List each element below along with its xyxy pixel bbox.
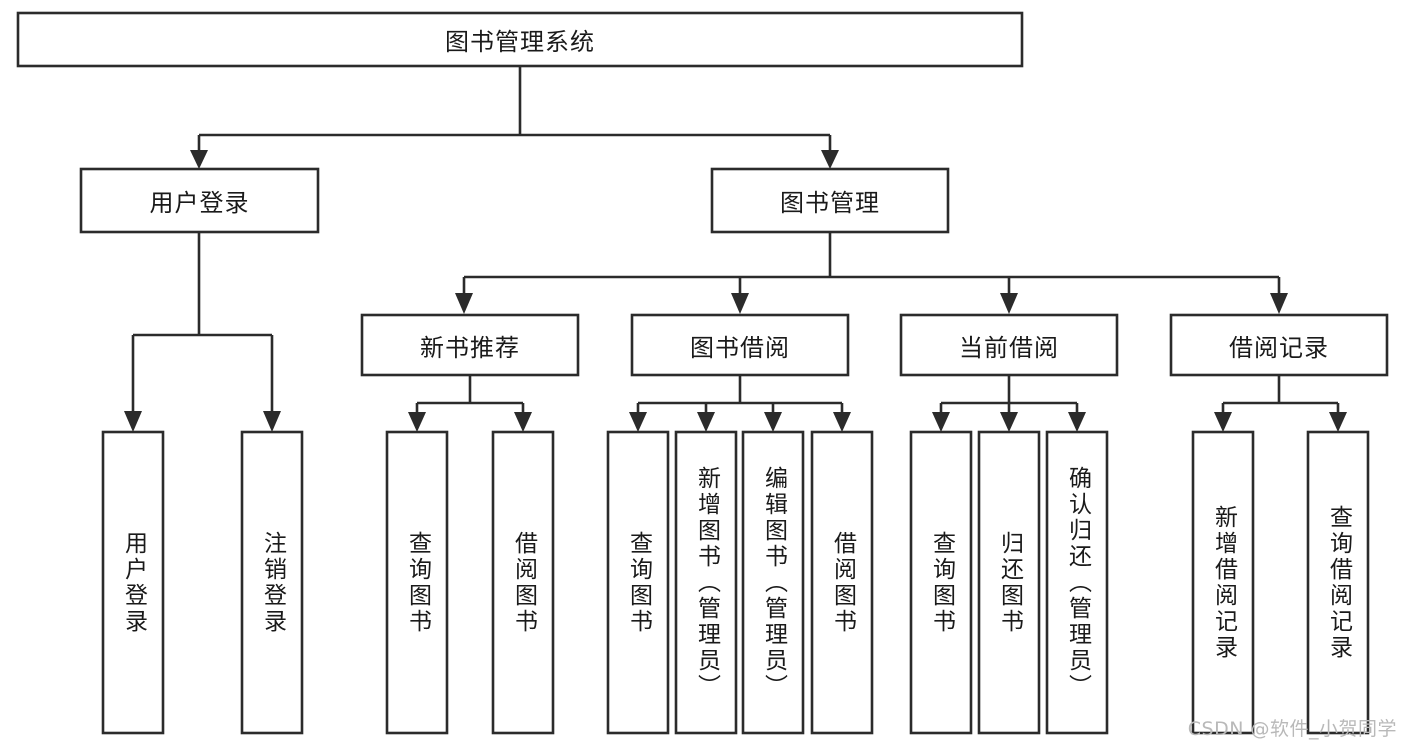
node-leaf-add-borrow-record[interactable] <box>1191 430 1255 735</box>
arrow-head-icon <box>1000 412 1018 432</box>
arrow-head-icon <box>821 150 839 169</box>
node-leaf-borrow-book-1[interactable] <box>491 430 555 735</box>
node-leaf-add-book-admin[interactable] <box>674 430 738 735</box>
connector-root-to-level2 <box>190 67 839 169</box>
arrow-head-icon <box>1214 412 1232 432</box>
connector-userlogin-to-leaves <box>124 232 281 432</box>
arrow-head-icon <box>833 412 851 432</box>
node-book-management[interactable] <box>710 167 950 234</box>
node-current-borrow[interactable] <box>899 313 1119 377</box>
node-leaf-borrow-book-2[interactable] <box>810 430 874 735</box>
connector-borrowrecord-to-leaves <box>1214 375 1347 432</box>
connector-newbook-to-leaves <box>408 375 532 432</box>
arrow-head-icon <box>263 411 281 432</box>
arrow-head-icon <box>1068 412 1086 432</box>
node-leaf-query-book-2[interactable] <box>606 430 670 735</box>
node-leaf-query-book-3[interactable] <box>909 430 973 735</box>
node-borrow-records[interactable] <box>1169 313 1389 377</box>
node-leaf-query-book-1[interactable] <box>385 430 449 735</box>
node-new-book-recommend[interactable] <box>360 313 580 377</box>
node-book-borrow[interactable] <box>630 313 850 377</box>
arrow-head-icon <box>764 412 782 432</box>
node-leaf-return-book[interactable] <box>977 430 1041 735</box>
arrow-head-icon <box>455 293 473 314</box>
node-user-login[interactable] <box>79 167 320 234</box>
node-leaf-query-borrow-record[interactable] <box>1306 430 1370 735</box>
arrow-head-icon <box>1270 293 1288 314</box>
connector-currentborrow-to-leaves <box>932 375 1086 432</box>
arrow-head-icon <box>1329 412 1347 432</box>
arrow-head-icon <box>629 412 647 432</box>
arrow-head-icon <box>190 150 208 169</box>
arrow-head-icon <box>1000 293 1018 314</box>
arrow-head-icon <box>124 411 142 432</box>
arrow-head-icon <box>697 412 715 432</box>
node-leaf-user-login[interactable] <box>101 430 165 735</box>
arrow-head-icon <box>731 293 749 314</box>
node-leaf-logout-login[interactable] <box>240 430 304 735</box>
arrow-head-icon <box>514 412 532 432</box>
arrow-head-icon <box>932 412 950 432</box>
node-leaf-confirm-return-admin[interactable] <box>1045 430 1109 735</box>
node-leaf-edit-book-admin[interactable] <box>741 430 805 735</box>
connector-bookborrow-to-leaves <box>629 375 851 432</box>
arrow-head-icon <box>408 412 426 432</box>
node-root-book-management-system[interactable] <box>16 11 1024 68</box>
connector-bookmgmt-to-level3 <box>455 232 1288 314</box>
